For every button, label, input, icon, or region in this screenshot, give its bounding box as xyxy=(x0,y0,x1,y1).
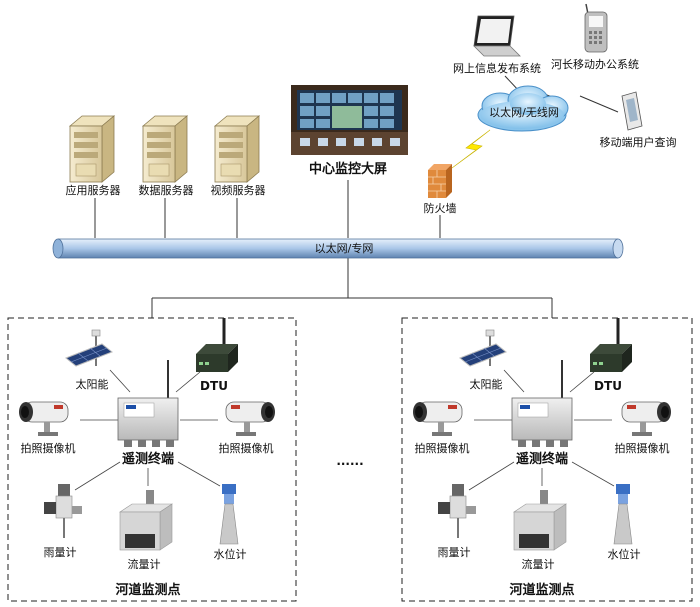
flow-label: 流量计 xyxy=(128,557,161,571)
firewall-icon xyxy=(428,164,452,198)
rain-gauge-icon xyxy=(437,483,477,539)
smartphone-icon xyxy=(621,91,643,131)
solar-panel-icon xyxy=(65,329,113,367)
station-frame xyxy=(7,317,297,602)
camera-icon xyxy=(412,401,463,437)
server-video: 视频服务器 xyxy=(211,115,266,197)
camera-icon xyxy=(621,401,672,437)
dtu-label: DTU xyxy=(594,379,622,393)
station-frame xyxy=(401,317,693,602)
telemetry-terminal-icon xyxy=(117,359,179,448)
water-level-label: 水位计 xyxy=(214,547,247,561)
telemetry-terminal-icon xyxy=(511,359,573,448)
dtu-icon xyxy=(588,316,634,374)
station-links xyxy=(74,369,221,491)
firewall-label: 防火墙 xyxy=(424,201,457,215)
backbone-pipe: 以太网/专网 xyxy=(52,238,624,259)
terminal-label: 遥测终端 xyxy=(516,451,568,467)
flow-meter-icon xyxy=(513,489,567,551)
camera-icon xyxy=(18,401,69,437)
server-icon xyxy=(69,115,115,183)
client-label: 移动端用户查询 xyxy=(600,135,677,149)
dtu-icon xyxy=(194,316,240,374)
terminal-label: 遥测终端 xyxy=(122,451,174,467)
backbone-label: 以太网/专网 xyxy=(315,241,374,255)
cloud-label: 以太网/无线网 xyxy=(489,105,559,119)
solar-label: 太阳能 xyxy=(470,377,503,391)
cloud-icon xyxy=(477,85,569,132)
server-label: 视频服务器 xyxy=(211,183,266,197)
server-data: 数据服务器 xyxy=(139,115,194,197)
server-icon xyxy=(142,115,188,183)
firewall: 防火墙 xyxy=(424,164,457,215)
solar-panel-icon xyxy=(459,329,507,367)
mobile-phone-icon xyxy=(584,3,608,53)
server-application: 应用服务器 xyxy=(66,115,121,197)
station-links xyxy=(468,369,615,491)
video-wall-label: 中心监控大屏 xyxy=(309,161,387,177)
client-river-chief-office: 河长移动办公系统 xyxy=(551,3,639,71)
cloud: 以太网/无线网 xyxy=(477,85,569,132)
camera-label: 拍照摄像机 xyxy=(21,441,76,455)
water-level-icon xyxy=(219,483,239,545)
station-title: 河道监测点 xyxy=(115,582,180,598)
flow-meter-icon xyxy=(119,489,173,551)
flow-label: 流量计 xyxy=(522,557,555,571)
client-web-publishing: 网上信息发布系统 xyxy=(453,15,541,75)
client-mobile-query: 移动端用户查询 xyxy=(600,91,677,149)
wireless-link-icon xyxy=(451,129,491,169)
station-title: 河道监测点 xyxy=(509,582,574,598)
video-wall-icon xyxy=(291,85,408,155)
station-2: 太阳能 DTU 遥测终端 拍照摄像机 拍照摄像机 雨量计 流量计 水位计 河道监… xyxy=(401,316,693,602)
rain-gauge-icon xyxy=(43,483,83,539)
rain-label: 雨量计 xyxy=(438,546,471,559)
camera-label: 拍照摄像机 xyxy=(219,441,274,455)
camera-label: 拍照摄像机 xyxy=(615,441,670,455)
dtu-label: DTU xyxy=(200,379,228,393)
ellipsis: ...... xyxy=(336,454,363,468)
station-1: 太阳能 DTU 遥测终端 拍照摄像机 拍照摄像机 雨量计 流量计 水位计 河道监… xyxy=(7,316,297,602)
server-label: 数据服务器 xyxy=(139,183,194,197)
water-level-label: 水位计 xyxy=(608,547,641,561)
water-level-icon xyxy=(613,483,633,545)
video-wall: 中心监控大屏 xyxy=(291,85,408,177)
client-label: 网上信息发布系统 xyxy=(453,61,541,75)
server-label: 应用服务器 xyxy=(66,183,121,197)
server-icon xyxy=(214,115,260,183)
client-label: 河长移动办公系统 xyxy=(551,58,639,71)
rain-label: 雨量计 xyxy=(44,546,77,559)
camera-label: 拍照摄像机 xyxy=(415,441,470,455)
solar-label: 太阳能 xyxy=(76,377,109,391)
camera-icon xyxy=(225,401,276,437)
laptop-icon xyxy=(473,15,521,57)
